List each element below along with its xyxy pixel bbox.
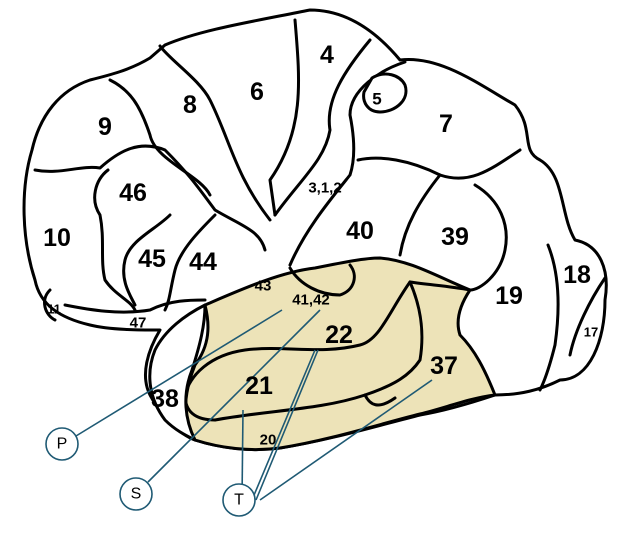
area-21-label: 21: [245, 372, 273, 400]
area-17-label: 17: [584, 325, 598, 340]
sulcus-line: [268, 18, 301, 217]
area-39-label: 39: [441, 223, 469, 251]
pointer-line-t-22b: [255, 349, 319, 501]
sulcus-line: [408, 280, 472, 292]
area-8-label: 8: [183, 91, 197, 119]
sulcus-line: [213, 280, 424, 422]
area-38-label: 38: [151, 385, 179, 413]
area-6-label: 6: [250, 78, 264, 106]
area-22-label: 22: [325, 321, 353, 349]
sulcus-line: [568, 276, 607, 357]
marker-t-label: T: [234, 492, 244, 509]
sulcus-line: [43, 288, 57, 322]
area-10-label: 10: [43, 224, 71, 252]
area-5-region: [362, 72, 408, 114]
pointer-line-p: [75, 309, 283, 437]
marker-p-label: P: [57, 436, 68, 453]
sulcus-line: [538, 243, 560, 392]
area-37-label: 37: [430, 352, 458, 380]
area-4-label: 4: [320, 41, 334, 69]
area-9-label: 9: [98, 113, 112, 141]
sulcus-line: [108, 78, 212, 197]
sulcus-line: [158, 44, 272, 222]
sulcus-line: [363, 393, 397, 407]
marker-t-circle: [222, 483, 256, 517]
sulcus-line: [288, 263, 356, 297]
area-45-label: 45: [138, 245, 166, 273]
pointer-line-t-22: [251, 349, 316, 501]
pointer-line-s: [147, 309, 321, 483]
area-19-label: 19: [495, 282, 523, 310]
sulcus-line: [273, 38, 372, 217]
area-40-label: 40: [346, 217, 374, 245]
area-11-label: 11: [47, 302, 61, 317]
sulcus-line: [468, 183, 508, 292]
marker-s-circle: [119, 477, 153, 511]
pointer-line-t-37: [259, 379, 433, 501]
area-3-1-2-label: 3,1,2: [308, 180, 341, 197]
sulcus-line: [398, 173, 442, 257]
area-7-label: 7: [439, 110, 453, 138]
area-44-label: 44: [189, 248, 217, 276]
area-46-label: 46: [119, 179, 147, 207]
area-5-label: 5: [372, 90, 381, 109]
sulcus-line: [63, 298, 207, 314]
sulcus-line: [93, 168, 137, 312]
area-43-label: 43: [255, 278, 272, 295]
marker-p-circle: [45, 427, 79, 461]
marker-s-label: S: [131, 486, 142, 503]
area-38-region: [148, 303, 207, 442]
area-18-label: 18: [563, 261, 591, 289]
area-20-label: 20: [260, 432, 277, 449]
area-41-42-label: 41,42: [292, 292, 330, 309]
sulcus-line: [163, 213, 217, 312]
sulcus-line: [122, 213, 172, 307]
area-47-label: 47: [130, 315, 147, 332]
sulcus-line: [33, 144, 267, 252]
